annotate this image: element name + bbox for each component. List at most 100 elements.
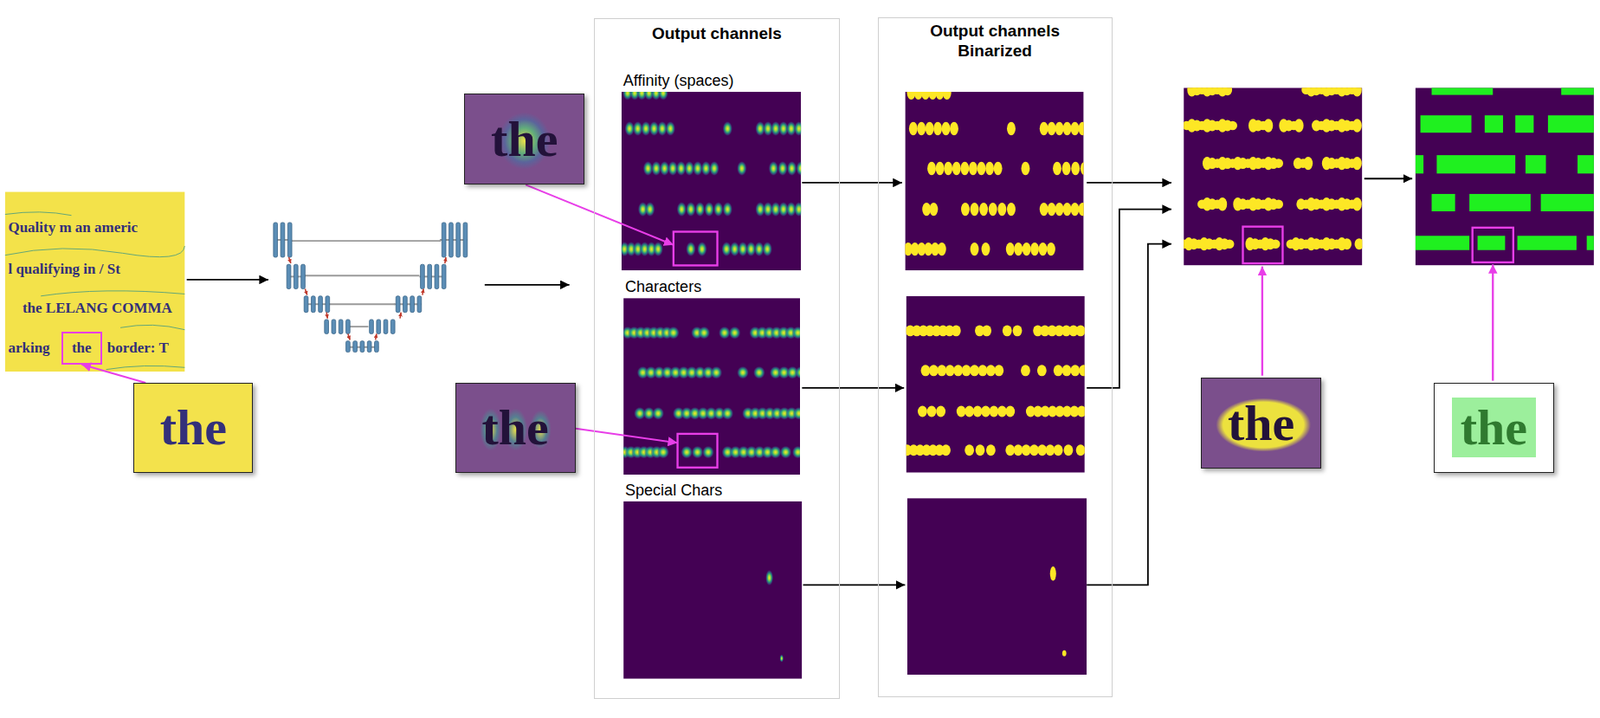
score-dot — [975, 444, 986, 456]
merged-blob — [1223, 83, 1233, 96]
score-dot — [1013, 242, 1023, 256]
layer-bar — [383, 319, 388, 335]
node-text: the — [71, 339, 92, 356]
skip-line — [290, 239, 441, 242]
map-ground — [906, 296, 1085, 473]
flow-arrow — [1364, 177, 1413, 180]
flow-arrow — [1086, 209, 1172, 388]
merged-blob — [1352, 197, 1362, 211]
score-dot — [703, 201, 715, 218]
merged-blob — [1352, 118, 1362, 132]
score-dot — [1038, 242, 1048, 256]
input-image: Quality m an americ l qualifying in / St t… — [5, 192, 185, 372]
score-dot — [1063, 202, 1072, 216]
layer-bar — [310, 296, 316, 313]
sampling-arrow — [348, 333, 350, 340]
score-dot — [657, 445, 670, 459]
merged-blob — [1227, 121, 1238, 131]
score-dot — [945, 364, 955, 376]
layer-bar — [301, 264, 306, 289]
layer-bar — [434, 264, 439, 289]
score-dot — [1077, 405, 1087, 417]
map-ground — [621, 91, 801, 271]
score-dot — [652, 241, 664, 258]
score-dot — [1052, 161, 1062, 175]
pointer-connector — [81, 364, 146, 383]
flow-arrow — [803, 583, 906, 586]
score-dot — [1002, 324, 1013, 336]
binarized-map — [903, 86, 1090, 271]
score-dot — [1062, 161, 1071, 175]
score-dot — [1053, 364, 1064, 376]
sampling-arrow — [445, 257, 446, 264]
paper-fiber — [106, 365, 186, 369]
word-box — [1517, 235, 1577, 251]
text-holder: Special Chars — [625, 481, 723, 502]
map-ground — [623, 501, 802, 679]
zoom-inset: the — [1433, 382, 1555, 473]
layer-bar — [376, 319, 381, 335]
word-box — [1484, 115, 1504, 133]
sampling-arrow — [400, 312, 401, 319]
score-dot — [777, 161, 788, 177]
score-dot — [722, 121, 733, 137]
score-dot — [1046, 242, 1056, 256]
node-text: l qualifying in / St — [7, 260, 120, 278]
layer-bar — [338, 319, 343, 335]
score-dot — [792, 445, 805, 459]
node-text: Quality m an americ — [7, 219, 138, 236]
score-dot — [695, 201, 706, 218]
score-dot — [969, 364, 980, 376]
layer-bar — [325, 296, 330, 313]
layer-bar — [410, 296, 415, 313]
layer-bar — [346, 341, 351, 353]
score-dot — [1006, 122, 1016, 136]
score-dot — [1053, 444, 1064, 456]
score-dot — [793, 121, 805, 137]
binarized-map — [902, 296, 1089, 473]
text-holder: Output channels — [594, 24, 839, 44]
score-dot — [1070, 202, 1080, 216]
score-dot — [936, 364, 947, 376]
highlight-box — [673, 232, 718, 266]
score-dot — [1005, 444, 1015, 456]
score-dot — [1039, 202, 1049, 216]
score-dot — [951, 324, 962, 336]
score-dot — [929, 364, 939, 376]
score-dot — [993, 364, 1004, 376]
layer-bar — [293, 264, 298, 289]
score-dot — [927, 405, 937, 417]
skip-line — [327, 303, 395, 305]
highlight-box — [1243, 226, 1284, 264]
score-dot — [676, 201, 687, 218]
score-dot — [993, 161, 1003, 175]
text-holder: the — [482, 402, 549, 453]
layer-bar — [324, 319, 330, 335]
text-holder: l qualifying in / St — [7, 260, 120, 278]
node-text: arking — [7, 339, 50, 356]
score-dot — [1078, 122, 1088, 136]
node-text: Output channels — [651, 24, 782, 43]
score-dot — [1037, 444, 1047, 456]
node-text: the — [490, 110, 558, 168]
map-ground — [907, 497, 1087, 675]
score-dot — [977, 161, 987, 175]
score-dot — [664, 121, 676, 137]
node-text: the — [1451, 397, 1536, 458]
paper-fiber — [40, 290, 185, 297]
score-dot — [1064, 444, 1074, 456]
map-ground — [623, 297, 800, 475]
score-dot — [964, 405, 975, 417]
score-dot — [1006, 202, 1016, 216]
layer-bar — [353, 341, 358, 353]
map-ground — [1415, 87, 1594, 265]
word-box — [1432, 87, 1494, 95]
score-dot — [1021, 444, 1032, 456]
text-holder: Quality m an americ — [7, 219, 138, 237]
character-heatmap — [618, 297, 807, 475]
merged-blob — [1270, 238, 1281, 249]
score-dot — [1070, 122, 1080, 136]
node-text: Special Chars — [625, 481, 723, 499]
pointer-arrow — [1491, 264, 1494, 381]
